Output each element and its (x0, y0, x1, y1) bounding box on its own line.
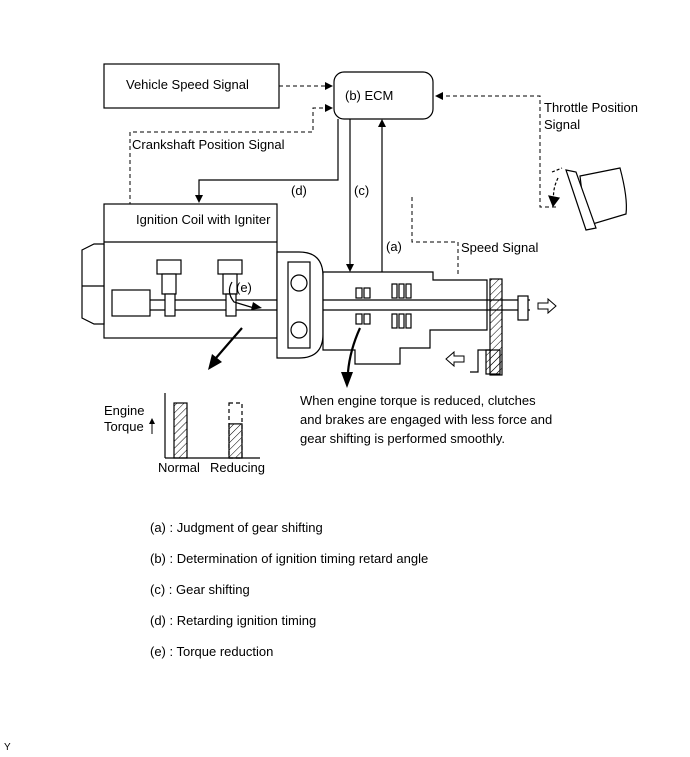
graph-ylabel-2: Torque (104, 419, 144, 434)
lever-arrow-icon (445, 350, 465, 368)
control-lines-solid (198, 119, 383, 272)
crankshaft-position-signal-label: Crankshaft Position Signal (132, 137, 285, 152)
torque-converter (276, 251, 324, 359)
corner-mark: Y (4, 742, 11, 753)
ecm-label: (b) ECM (345, 88, 394, 103)
marker-d: (d) (291, 183, 307, 198)
speed-signal-label: Speed Signal (461, 240, 539, 255)
vehicle-speed-signal-label: Vehicle Speed Signal (126, 77, 249, 92)
smooth-shifting-note: When engine torque is reduced, clutches … (300, 391, 580, 448)
accelerator-pedal-icon (548, 167, 627, 231)
graph-category-reducing: Reducing (210, 460, 265, 475)
vehicle-speed-signal-box (103, 63, 280, 109)
signal-arrowheads (325, 82, 443, 112)
torque-reduction-arrow (228, 281, 255, 309)
ignition-coil-label: Ignition Coil with Igniter (136, 212, 271, 227)
transmission-body (322, 271, 530, 376)
legend-item-b: (b) : Determination of ignition timing r… (150, 551, 429, 566)
torque-graph (149, 393, 260, 459)
marker-c: (c) (354, 183, 370, 198)
engine-block (81, 203, 285, 339)
throttle-position-label-1: Throttle Position (544, 100, 638, 115)
graph-ylabel-1: Engine (104, 403, 145, 418)
legend-item-d: (d) : Retarding ignition timing (150, 613, 317, 628)
marker-e: (e) (236, 280, 252, 295)
legend-item-c: (c) : Gear shifting (150, 582, 250, 597)
engine-curved-arrow (215, 327, 243, 359)
output-arrow-icon (537, 297, 557, 315)
transmission-curved-arrow (346, 327, 362, 373)
signal-lines-dashed (129, 85, 556, 290)
throttle-position-label-2: Signal (544, 117, 581, 132)
marker-a: (a) (386, 239, 402, 254)
control-arrowheads (195, 119, 386, 272)
bar-reducing (228, 423, 243, 459)
note-line: and brakes are engaged with less force a… (300, 412, 553, 427)
legend-item-a: (a) : Judgment of gear shifting (150, 520, 323, 535)
graph-category-normal: Normal (158, 460, 200, 475)
note-line: gear shifting is performed smoothly. (300, 431, 505, 446)
note-line: When engine torque is reduced, clutches (300, 393, 536, 408)
bar-normal (173, 402, 188, 459)
ecm-box (333, 71, 434, 120)
legend-item-e: (e) : Torque reduction (150, 644, 274, 659)
